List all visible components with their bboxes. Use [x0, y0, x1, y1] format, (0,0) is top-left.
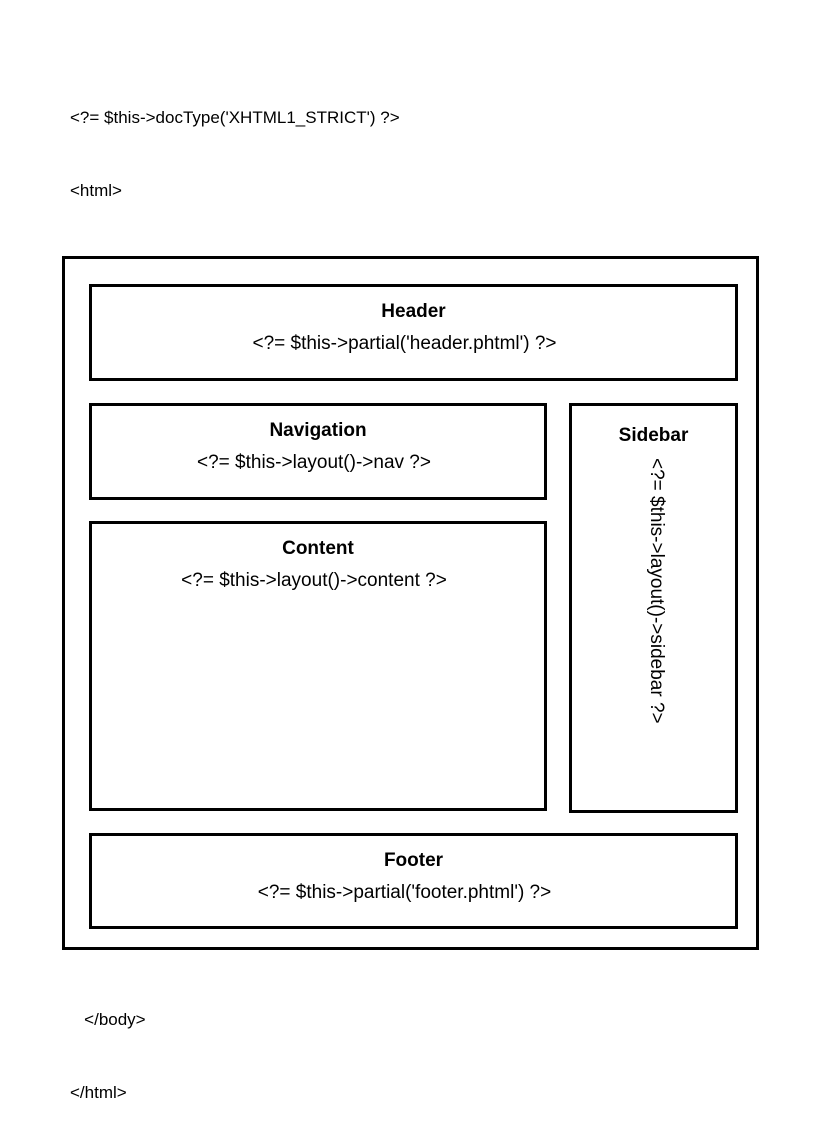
sidebar-region-code: <?= $this->layout()->sidebar ?> — [645, 458, 667, 724]
content-region-title: Content — [282, 538, 354, 559]
header-region-box: Header <?= $this->partial('header.phtml'… — [89, 284, 738, 381]
body-container-box: Header <?= $this->partial('header.phtml'… — [62, 256, 759, 950]
source-line: <html> — [70, 181, 122, 201]
content-region-box: Content <?= $this->layout()->content ?> — [89, 521, 547, 811]
navigation-region-box: Navigation <?= $this->layout()->nav ?> — [89, 403, 547, 500]
header-region-title: Header — [381, 301, 446, 322]
navigation-region-code: <?= $this->layout()->nav ?> — [197, 452, 431, 473]
footer-region-title: Footer — [383, 850, 444, 871]
navigation-region-title: Navigation — [269, 420, 367, 441]
sidebar-region-box: Sidebar <?= $this->layout()->sidebar ?> — [569, 403, 738, 813]
footer-region-code: <?= $this->partial('footer.phtml') ?> — [257, 882, 552, 903]
footer-region-box: Footer <?= $this->partial('footer.phtml'… — [89, 833, 738, 929]
source-line: </html> — [70, 1083, 127, 1103]
sidebar-region-title: Sidebar — [618, 425, 689, 446]
source-line: <?= $this->docType('XHTML1_STRICT') ?> — [70, 108, 400, 128]
sidebar-region-code-wrapper: <?= $this->layout()->sidebar ?> — [572, 458, 735, 810]
source-code-bottom: </body> </html> — [70, 960, 146, 1129]
header-region-code: <?= $this->partial('header.phtml') ?> — [252, 333, 557, 354]
content-region-code: <?= $this->layout()->content ?> — [181, 570, 447, 591]
page-root: { "document": { "kind": "zend-framework-… — [62, 108, 759, 1103]
source-line: </body> — [70, 1010, 146, 1030]
